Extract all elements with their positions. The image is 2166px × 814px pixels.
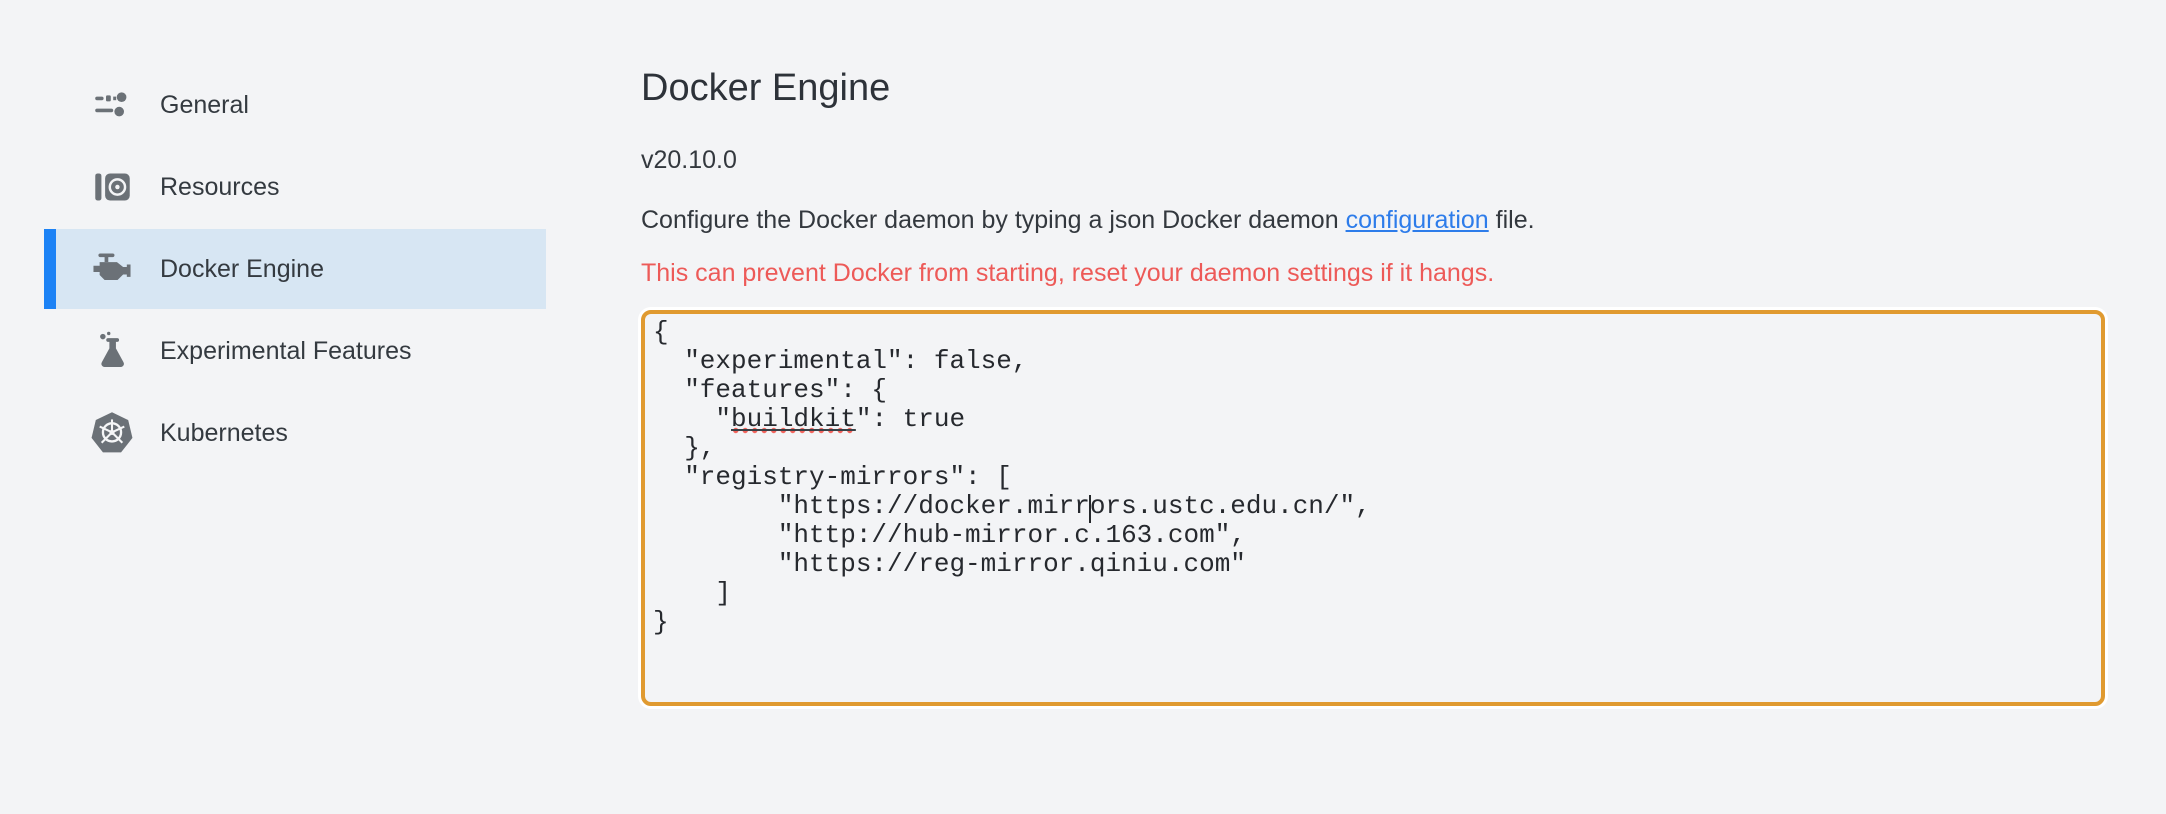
code-line: },: [653, 433, 716, 463]
settings-content: Docker Engine v20.10.0 Configure the Doc…: [641, 0, 2105, 706]
code-line: "https://docker.mirrors.ustc.edu.cn/",: [653, 491, 1371, 523]
text-caret: [1088, 495, 1091, 523]
sidebar-item-label: Resources: [160, 172, 280, 201]
resources-icon: [90, 165, 134, 209]
kubernetes-icon: [90, 411, 134, 455]
code-line: "http://hub-mirror.c.163.com",: [653, 520, 1246, 550]
page-title: Docker Engine: [641, 67, 891, 109]
code-line: "experimental": false,: [653, 346, 1028, 376]
settings-sidebar: General Resources Docker Engine: [44, 65, 546, 475]
sidebar-item-resources[interactable]: Resources: [44, 147, 546, 227]
sidebar-item-general[interactable]: General: [44, 65, 546, 145]
daemon-config-editor[interactable]: { "experimental": false, "features": { "…: [641, 310, 2105, 706]
description-prefix: Configure the Docker daemon by typing a …: [641, 206, 1346, 234]
sidebar-item-label: General: [160, 90, 249, 119]
sidebar-item-kubernetes[interactable]: Kubernetes: [44, 393, 546, 473]
code-line: "https://reg-mirror.qiniu.com": [653, 549, 1246, 579]
code-line: {: [653, 317, 669, 347]
code-line: }: [653, 607, 669, 637]
misspelled-word: buildkit: [731, 404, 856, 434]
configuration-link[interactable]: configuration: [1345, 206, 1489, 234]
warning-text: This can prevent Docker from starting, r…: [641, 259, 1495, 287]
sidebar-item-label: Docker Engine: [160, 254, 324, 283]
engine-icon: [90, 247, 134, 291]
code-line: "features": {: [653, 375, 888, 405]
sidebar-item-label: Experimental Features: [160, 336, 412, 365]
flask-icon: [90, 329, 134, 373]
sidebar-item-experimental-features[interactable]: Experimental Features: [44, 311, 546, 391]
sidebar-item-docker-engine[interactable]: Docker Engine: [44, 229, 546, 309]
code-line: "buildkit": true: [653, 404, 966, 434]
sliders-icon: [90, 83, 134, 127]
description-suffix: file.: [1488, 206, 1535, 234]
description-text: Configure the Docker daemon by typing a …: [641, 205, 2104, 235]
engine-version: v20.10.0: [641, 146, 737, 174]
code-line: "registry-mirrors": [: [653, 462, 1012, 492]
sidebar-item-label: Kubernetes: [160, 418, 288, 447]
code-line: ]: [653, 578, 732, 608]
